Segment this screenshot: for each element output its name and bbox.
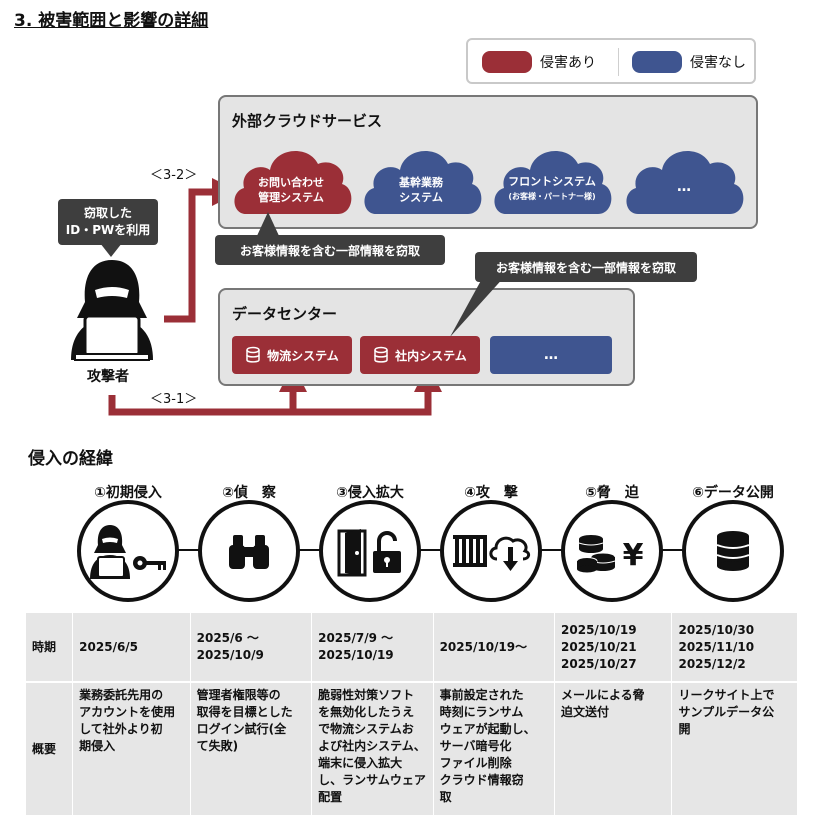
binoculars-icon [229, 535, 269, 569]
cloud-front-label: フロントシステム(お客様・パートナー様) [508, 175, 596, 201]
database-icon [716, 531, 750, 571]
cloud-theft-callout: お客様情報を含む一部情報を窃取 [215, 235, 445, 265]
summary-cell-4: 事前設定された時刻にランサムウェアが起動し、サーバ暗号化ファイル削除クラウド情報… [433, 683, 556, 817]
period-header: 時期 [26, 613, 74, 683]
cloud-other [626, 151, 744, 214]
arrow-to-dc [108, 364, 442, 416]
server-cloud-download-icon [453, 535, 531, 571]
timeline-table: 時期 2025/6/5 2025/6 ～2025/10/9 2025/7/9 ～… [26, 613, 798, 817]
summary-cell-5: メールによる脅迫文送付 [555, 683, 673, 817]
door-unlock-icon [337, 529, 401, 577]
legend-damaged-label: 侵害あり [540, 55, 596, 71]
hacker-key-icon [90, 525, 166, 579]
cloud-front-system [494, 151, 612, 214]
dc-callout-pointer [450, 275, 506, 337]
step-2-label: ②偵 察 [222, 485, 276, 501]
period-cell-1: 2025/6/5 [73, 613, 191, 683]
summary-cell-2: 管理者権限等の取得を目標としたログイン試行(全て失敗) [190, 683, 313, 817]
attacker-label: 攻撃者 [87, 369, 129, 385]
arrow-label-3-1: ＜3-1＞ [150, 392, 198, 407]
attacker-bubble-pointer [100, 243, 122, 257]
cloud-panel-title: 外部クラウドサービス [232, 112, 383, 130]
cloud-other-label: … [677, 179, 691, 195]
legend: 侵害あり 侵害なし [466, 38, 756, 84]
table-row-summary: 概要 業務委託先用のアカウントを使用して社外より初期侵入 管理者権限等の取得を目… [26, 683, 798, 817]
internal-system-label: 社内システム [395, 348, 467, 363]
step-5-label: ⑤脅 迫 [585, 485, 639, 501]
step-4-circle [440, 500, 542, 602]
step-6-circle [682, 500, 784, 602]
cloud-callout-pointer [256, 212, 280, 238]
step-3-label: ③侵入拡大 [336, 485, 404, 501]
database-icon [374, 346, 388, 363]
step-4-label: ④攻 撃 [464, 485, 518, 501]
cloud-inquiry-label: お問い合わせ管理システム [258, 176, 324, 204]
step-1-circle [77, 500, 179, 602]
page-title: 3. 被害範囲と影響の詳細 [14, 11, 209, 31]
period-cell-4: 2025/10/19～ [433, 613, 556, 683]
period-cell-3: 2025/7/9 ～2025/10/19 [312, 613, 434, 683]
cloud-core-business [364, 151, 482, 214]
dc-theft-callout: お客様情報を含む一部情報を窃取 [475, 252, 697, 282]
other-dc-system-box: … [490, 336, 612, 374]
svg-text:¥: ¥ [623, 538, 644, 573]
cloud-inquiry-management [234, 151, 352, 214]
logistics-system-box: 物流システム [232, 336, 352, 374]
legend-damaged-swatch [482, 51, 532, 73]
step-2-circle [198, 500, 300, 602]
step-6-label: ⑥データ公開 [692, 485, 774, 501]
arrow-label-3-2: ＜3-2＞ [150, 168, 198, 183]
summary-cell-1: 業務委託先用のアカウントを使用して社外より初期侵入 [73, 683, 191, 817]
legend-divider [618, 48, 619, 76]
table-row-period: 時期 2025/6/5 2025/6 ～2025/10/9 2025/7/9 ～… [26, 613, 798, 683]
cloud-core-label: 基幹業務システム [399, 176, 443, 204]
attacker-hacker-icon [71, 260, 153, 361]
legend-undamaged-swatch [632, 51, 682, 73]
legend-undamaged-label: 侵害なし [690, 55, 746, 71]
database-icon [246, 346, 260, 363]
summary-cell-6: リークサイト上でサンプルデータ公開 [672, 683, 798, 817]
step-1-label: ①初期侵入 [94, 485, 162, 501]
step-5-circle: ¥ [561, 500, 663, 602]
step-3-circle [319, 500, 421, 602]
intrusion-heading: 侵入の経緯 [28, 449, 113, 469]
summary-cell-3: 脆弱性対策ソフトを無効化したうえで物流システムおよび社内システム、端末に侵入拡大… [312, 683, 434, 817]
summary-header: 概要 [26, 683, 74, 817]
internal-system-box: 社内システム [360, 336, 480, 374]
period-cell-2: 2025/6 ～2025/10/9 [190, 613, 313, 683]
logistics-system-label: 物流システム [267, 348, 339, 363]
coins-yen-icon: ¥ [576, 535, 644, 573]
arrow-to-cloud [164, 178, 240, 323]
other-dc-system-label: … [544, 347, 558, 363]
dc-panel-title: データセンター [232, 305, 338, 323]
